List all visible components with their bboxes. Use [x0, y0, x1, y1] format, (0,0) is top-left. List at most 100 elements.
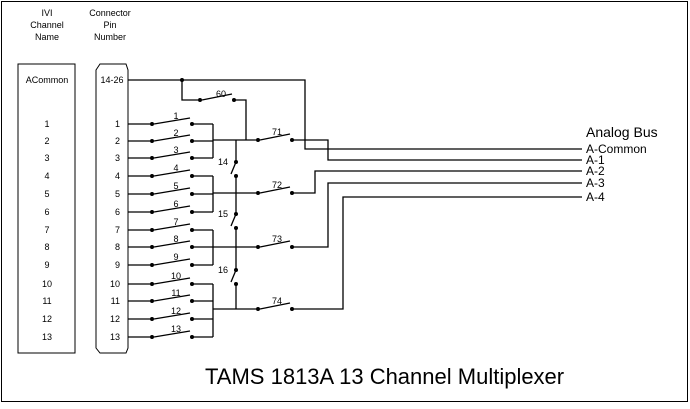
switch-blade-2: [153, 134, 191, 142]
ivi-header-line-2: Channel: [30, 20, 64, 30]
switch-label-12: 12: [171, 306, 181, 316]
pin-number-13: 13: [110, 332, 120, 342]
pin-header-line-1: Connector: [89, 8, 131, 18]
channel-name-3: 3: [44, 153, 49, 163]
bus-route-3: [292, 182, 582, 248]
bus-switch-blade-1: [259, 133, 291, 141]
tie-switch-label-1: 14: [218, 157, 228, 167]
pin-number-10: 10: [110, 279, 120, 289]
common-pin-number: 14-26: [100, 75, 123, 85]
bus-route-2: [292, 170, 582, 194]
pin-number-6: 6: [115, 207, 120, 217]
channel-name-9: 9: [44, 260, 49, 270]
bus-route-4: [292, 196, 582, 310]
pin-number-7: 7: [115, 225, 120, 235]
diagram-frame: [1, 1, 688, 402]
switch-blade-5: [153, 187, 191, 195]
channel-name-2: 2: [44, 136, 49, 146]
switch-contact-9: [150, 263, 154, 267]
common-switch-blade: [201, 93, 233, 101]
bus-switch-contact-a-3: [256, 245, 260, 249]
bus-label-4: A-4: [586, 190, 605, 204]
switch-contact-7: [150, 228, 154, 232]
bus-label-3: A-3: [586, 176, 605, 190]
common-bus-route: [182, 79, 582, 150]
pin-number-11: 11: [111, 296, 120, 306]
bus-switch-blade-4: [259, 302, 291, 310]
switch-label-5: 5: [173, 181, 178, 191]
pin-number-8: 8: [115, 242, 120, 252]
pin-header-line-2: Pin: [103, 20, 116, 30]
switch-label-10: 10: [171, 271, 181, 281]
pin-header-line-3: Number: [94, 32, 126, 42]
switch-label-1: 1: [173, 111, 178, 121]
switch-label-2: 2: [173, 128, 178, 138]
pin-number-12: 12: [110, 314, 120, 324]
bus-label-1: A-1: [586, 153, 605, 167]
channel-name-box: [17, 63, 76, 354]
bus-switch-blade-3: [259, 240, 291, 248]
switch-contact-5: [150, 192, 154, 196]
channel-name-8: 8: [44, 242, 49, 252]
common-channel-name: ACommon: [26, 75, 69, 85]
switch-contact-13: [150, 335, 154, 339]
tie-contact-b-2: [234, 226, 238, 230]
switch-label-6: 6: [173, 199, 178, 209]
common-switch-label: 60: [216, 89, 226, 99]
bus-switch-contact-a-4: [256, 307, 260, 311]
switch-blade-8: [153, 240, 191, 248]
switch-contact-6: [150, 210, 154, 214]
ivi-header-line-3: Name: [35, 32, 59, 42]
switch-label-13: 13: [171, 324, 181, 334]
switch-contact-1: [150, 122, 154, 126]
switch-blade-10: [153, 277, 191, 285]
bus-switch-contact-a-1: [256, 138, 260, 142]
bus-switch-label-4: 74: [272, 296, 282, 306]
switch-label-7: 7: [173, 217, 178, 227]
tie-contact-b-3: [234, 282, 238, 286]
common-switch-out: [234, 99, 247, 140]
connector-outline: [95, 63, 129, 354]
pin-number-4: 4: [115, 171, 120, 181]
bus-switch-label-1: 71: [272, 127, 282, 137]
channel-name-6: 6: [44, 207, 49, 217]
bus-route-1: [292, 139, 582, 161]
switch-blade-11: [153, 294, 191, 302]
switch-label-11: 11: [171, 288, 180, 298]
ivi-header-line-1: IVI: [41, 8, 52, 18]
pin-number-1: 1: [115, 119, 120, 129]
channel-name-10: 10: [42, 279, 52, 289]
tie-switch-label-2: 15: [218, 209, 228, 219]
switch-blade-12: [153, 312, 191, 320]
bus-switch-label-2: 72: [272, 180, 282, 190]
wiring: [128, 78, 582, 339]
bus-switch-contact-a-2: [256, 191, 260, 195]
diagram-title: TAMS 1813A 13 Channel Multiplexer: [205, 364, 564, 389]
switch-blade-7: [153, 223, 191, 231]
switch-label-4: 4: [173, 163, 178, 173]
tie-blade-2: [230, 213, 237, 227]
switch-contact-10: [150, 282, 154, 286]
tie-switch-label-3: 16: [218, 265, 228, 275]
pin-number-9: 9: [115, 260, 120, 270]
tie-contact-b-1: [234, 174, 238, 178]
switch-contact-8: [150, 245, 154, 249]
channel-name-12: 12: [42, 314, 52, 324]
switch-blade-9: [153, 258, 191, 266]
common-switch-contact-a: [198, 98, 202, 102]
tie-blade-1: [230, 161, 237, 175]
tie-blade-3: [230, 269, 237, 283]
switch-blade-4: [153, 169, 191, 177]
switch-blade-3: [153, 151, 191, 159]
channel-name-1: 1: [44, 119, 49, 129]
analog-bus-title: Analog Bus: [586, 124, 658, 140]
channel-name-13: 13: [42, 332, 52, 342]
pin-number-2: 2: [115, 136, 120, 146]
common-switch-feed: [181, 80, 198, 101]
pin-number-3: 3: [115, 153, 120, 163]
switch-label-8: 8: [173, 234, 178, 244]
switch-contact-2: [150, 139, 154, 143]
